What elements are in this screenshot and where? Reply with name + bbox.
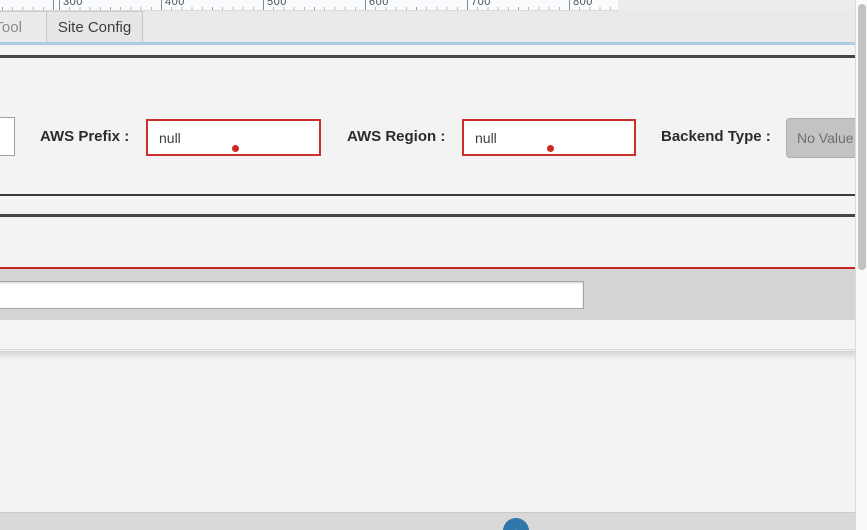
bottom-bar: [0, 512, 867, 530]
ruler-label: 800: [573, 0, 593, 8]
aws-region-label: AWS Region :: [347, 128, 446, 145]
divider-middle-2: [0, 214, 855, 217]
panel-shadow: [0, 351, 855, 360]
panel-footer-strip: [0, 320, 855, 350]
scrollbar-thumb[interactable]: [858, 4, 866, 270]
tab-accent-underline: [0, 42, 855, 45]
scroll-top-button[interactable]: ▲: [503, 518, 529, 530]
backend-type-select[interactable]: No Value: [786, 118, 864, 158]
ruler: 300 400 500 600 700 800: [0, 0, 618, 11]
ruler-label: 700: [471, 0, 491, 8]
backend-type-label: Backend Type :: [661, 128, 771, 145]
ruler-label: 300: [63, 0, 83, 8]
aws-region-field: [462, 119, 636, 156]
input-band: [0, 269, 855, 320]
aws-prefix-field: [146, 119, 321, 156]
error-dot-icon: [231, 145, 239, 152]
divider-top: [0, 55, 855, 58]
up-arrow-icon: ▲: [510, 525, 523, 530]
long-text-input[interactable]: [0, 281, 584, 309]
tab-site-config[interactable]: Site Config: [47, 11, 143, 42]
ruler-label: 500: [267, 0, 287, 8]
tab-query-tool[interactable]: y Tool: [0, 11, 47, 42]
divider-red: [0, 267, 855, 269]
error-dot-icon: [547, 145, 554, 152]
partial-left-input[interactable]: [0, 117, 15, 156]
ruler-label: 600: [369, 0, 389, 8]
tab-bar: y Tool Site Config: [0, 11, 855, 42]
divider-middle-1: [0, 194, 855, 196]
content-panel: AWS Prefix : AWS Region : Backend Type :…: [0, 45, 864, 512]
ruler-label: 400: [165, 0, 185, 8]
tab-label: y Tool: [0, 18, 22, 36]
tab-label: Site Config: [57, 18, 132, 36]
aws-prefix-label: AWS Prefix :: [40, 128, 130, 145]
backend-type-value: No Value: [797, 130, 854, 146]
scrollbar[interactable]: [855, 0, 867, 530]
